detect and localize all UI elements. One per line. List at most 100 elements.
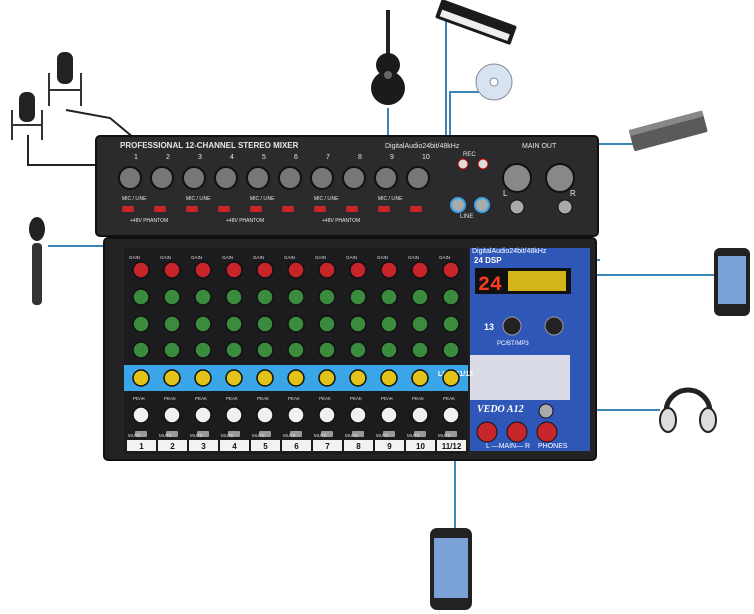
aux-knob-ch4[interactable] [225, 369, 243, 387]
high-knob-ch2[interactable] [163, 288, 181, 306]
pan-knob-ch3[interactable] [194, 406, 212, 424]
mute-button-ch6[interactable] [290, 431, 302, 437]
gain-knob-ch11/12[interactable] [442, 261, 460, 279]
mute-button-ch4[interactable] [228, 431, 240, 437]
low-knob-ch1[interactable] [132, 341, 150, 359]
main-l-knob[interactable] [476, 421, 498, 443]
mute-button-ch2[interactable] [166, 431, 178, 437]
mid-knob-ch9[interactable] [380, 315, 398, 333]
low-knob-ch11/12[interactable] [442, 341, 460, 359]
aux-knob-ch10[interactable] [411, 369, 429, 387]
low-knob-ch7[interactable] [318, 341, 336, 359]
gain-knob-ch10[interactable] [411, 261, 429, 279]
mute-button-ch10[interactable] [414, 431, 426, 437]
rec-rca-r[interactable] [477, 158, 489, 170]
high-knob-ch3[interactable] [194, 288, 212, 306]
gain-knob-ch9[interactable] [380, 261, 398, 279]
mute-button-ch9[interactable] [383, 431, 395, 437]
mute-button-ch3[interactable] [197, 431, 209, 437]
aux-knob-ch8[interactable] [349, 369, 367, 387]
high-knob-ch4[interactable] [225, 288, 243, 306]
line-in-11[interactable] [450, 197, 466, 213]
phantom-switch-10[interactable] [410, 206, 422, 212]
mid-knob-ch2[interactable] [163, 315, 181, 333]
mute-button-ch11/12[interactable] [445, 431, 457, 437]
phantom-switch-7[interactable] [314, 206, 326, 212]
aux-knob-ch7[interactable] [318, 369, 336, 387]
low-knob-ch2[interactable] [163, 341, 181, 359]
mid-knob-ch3[interactable] [194, 315, 212, 333]
aux-knob-ch1[interactable] [132, 369, 150, 387]
combo-input-2[interactable] [150, 166, 174, 190]
aux-knob-ch5[interactable] [256, 369, 274, 387]
phantom-switch-1[interactable] [122, 206, 134, 212]
high-knob-ch11/12[interactable] [442, 288, 460, 306]
combo-input-3[interactable] [182, 166, 206, 190]
mute-button-ch1[interactable] [135, 431, 147, 437]
mid-knob-ch1[interactable] [132, 315, 150, 333]
aux-knob-ch3[interactable] [194, 369, 212, 387]
mute-button-ch7[interactable] [321, 431, 333, 437]
phones-knob[interactable] [536, 421, 558, 443]
gain-knob-ch8[interactable] [349, 261, 367, 279]
combo-input-9[interactable] [374, 166, 398, 190]
phantom-switch-3[interactable] [186, 206, 198, 212]
combo-input-4[interactable] [214, 166, 238, 190]
high-knob-ch9[interactable] [380, 288, 398, 306]
low-knob-ch3[interactable] [194, 341, 212, 359]
combo-input-6[interactable] [278, 166, 302, 190]
aux-knob-ch9[interactable] [380, 369, 398, 387]
gain-knob-ch3[interactable] [194, 261, 212, 279]
pan-knob-ch8[interactable] [349, 406, 367, 424]
high-knob-ch8[interactable] [349, 288, 367, 306]
phantom-switch-9[interactable] [378, 206, 390, 212]
mid-knob-ch11/12[interactable] [442, 315, 460, 333]
low-knob-ch10[interactable] [411, 341, 429, 359]
phantom-switch-8[interactable] [346, 206, 358, 212]
combo-input-1[interactable] [118, 166, 142, 190]
pan-knob-ch4[interactable] [225, 406, 243, 424]
mid-knob-ch10[interactable] [411, 315, 429, 333]
trs-out-l[interactable] [509, 199, 525, 215]
pan-knob-ch10[interactable] [411, 406, 429, 424]
gain-knob-ch4[interactable] [225, 261, 243, 279]
pan-knob-ch1[interactable] [132, 406, 150, 424]
phantom-switch-4[interactable] [218, 206, 230, 212]
high-knob-ch7[interactable] [318, 288, 336, 306]
pan-knob-ch2[interactable] [163, 406, 181, 424]
gain-knob-ch2[interactable] [163, 261, 181, 279]
main-out-xlr-r[interactable] [545, 163, 575, 193]
phantom-switch-2[interactable] [154, 206, 166, 212]
combo-input-5[interactable] [246, 166, 270, 190]
phantom-switch-5[interactable] [250, 206, 262, 212]
gain-knob-ch5[interactable] [256, 261, 274, 279]
mute-button-ch8[interactable] [352, 431, 364, 437]
main-out-xlr-l[interactable] [502, 163, 532, 193]
low-knob-ch5[interactable] [256, 341, 274, 359]
dsp-knob[interactable] [502, 316, 522, 336]
line-in-12[interactable] [474, 197, 490, 213]
low-knob-ch4[interactable] [225, 341, 243, 359]
mid-knob-ch7[interactable] [318, 315, 336, 333]
gain-knob-ch1[interactable] [132, 261, 150, 279]
mid-knob-ch5[interactable] [256, 315, 274, 333]
aux-knob-ch6[interactable] [287, 369, 305, 387]
aux-knob-ch2[interactable] [163, 369, 181, 387]
mid-knob-ch4[interactable] [225, 315, 243, 333]
aux-knob-ch11/12[interactable] [442, 369, 460, 387]
mute-button-ch5[interactable] [259, 431, 271, 437]
combo-input-8[interactable] [342, 166, 366, 190]
high-knob-ch10[interactable] [411, 288, 429, 306]
main-r-knob[interactable] [506, 421, 528, 443]
high-knob-ch6[interactable] [287, 288, 305, 306]
phones-jack[interactable] [538, 403, 554, 419]
combo-input-7[interactable] [310, 166, 334, 190]
pan-knob-ch9[interactable] [380, 406, 398, 424]
low-knob-ch9[interactable] [380, 341, 398, 359]
pan-knob-ch5[interactable] [256, 406, 274, 424]
pan-knob-ch11/12[interactable] [442, 406, 460, 424]
phantom-switch-6[interactable] [282, 206, 294, 212]
trs-out-r[interactable] [557, 199, 573, 215]
low-knob-ch8[interactable] [349, 341, 367, 359]
high-knob-ch1[interactable] [132, 288, 150, 306]
